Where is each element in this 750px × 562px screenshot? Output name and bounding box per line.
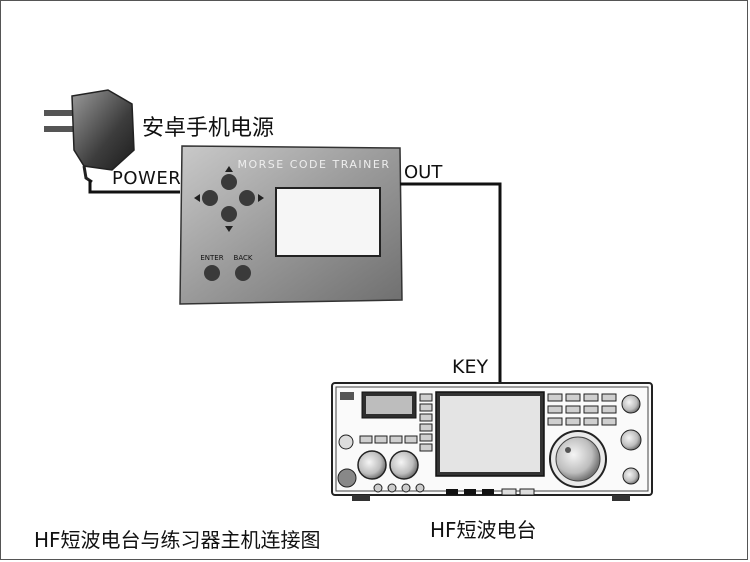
key-cable [400, 182, 502, 384]
down-arrow-icon [225, 226, 233, 232]
morse-trainer: MORSE CODE TRAINER ENTER BACK [179, 145, 403, 305]
adapter-prong-bottom [44, 126, 76, 132]
radio-caption: HF短波电台 [430, 518, 537, 542]
power-adapter-label: 安卓手机电源 [142, 116, 275, 141]
out-port-label: OUT [404, 162, 443, 183]
radio-tuning-dimple [565, 447, 571, 453]
radio-power-switch [340, 392, 354, 400]
diagram-caption: HF短波电台与练习器主机连接图 [34, 528, 321, 552]
radio-small-buttons [359, 393, 433, 452]
adapter-cord-root [82, 165, 93, 184]
radio-foot-right [612, 495, 630, 501]
radio-tuning-dial-inner [555, 436, 601, 482]
radio-display-side-buttons [547, 393, 617, 426]
key-port-label: KEY [452, 356, 489, 378]
radio-foot-left [352, 495, 370, 501]
radio-right-knob-bottom [622, 467, 640, 485]
adapter-body [71, 89, 135, 171]
left-arrow-icon [194, 194, 200, 202]
trainer-title: MORSE CODE TRAINER [238, 158, 391, 171]
trainer-back-button [235, 265, 251, 281]
trainer-down-button [221, 206, 237, 222]
radio-bottom-buttons [373, 483, 535, 496]
up-arrow-icon [225, 166, 233, 172]
trainer-screen [275, 187, 381, 257]
trainer-left-button [202, 190, 218, 206]
power-cable [88, 180, 180, 194]
adapter-prong-top [44, 110, 76, 116]
radio-main-display-face [440, 396, 540, 472]
radio-rf-knob [389, 450, 419, 480]
hf-radio [331, 382, 653, 501]
trainer-back-label: BACK [234, 254, 253, 262]
radio-af-knob [357, 450, 387, 480]
radio-right-knob-top [621, 394, 641, 414]
trainer-right-button [239, 190, 255, 206]
right-arrow-icon [258, 194, 264, 202]
radio-phones-jack [337, 468, 357, 488]
radio-sub-display-face [366, 396, 412, 414]
radio-right-knob-middle [620, 429, 642, 451]
trainer-enter-button [204, 265, 220, 281]
radio-small-knob [338, 434, 354, 450]
trainer-enter-label: ENTER [200, 254, 223, 262]
power-port-label: POWER [112, 168, 182, 189]
trainer-up-button [221, 174, 237, 190]
